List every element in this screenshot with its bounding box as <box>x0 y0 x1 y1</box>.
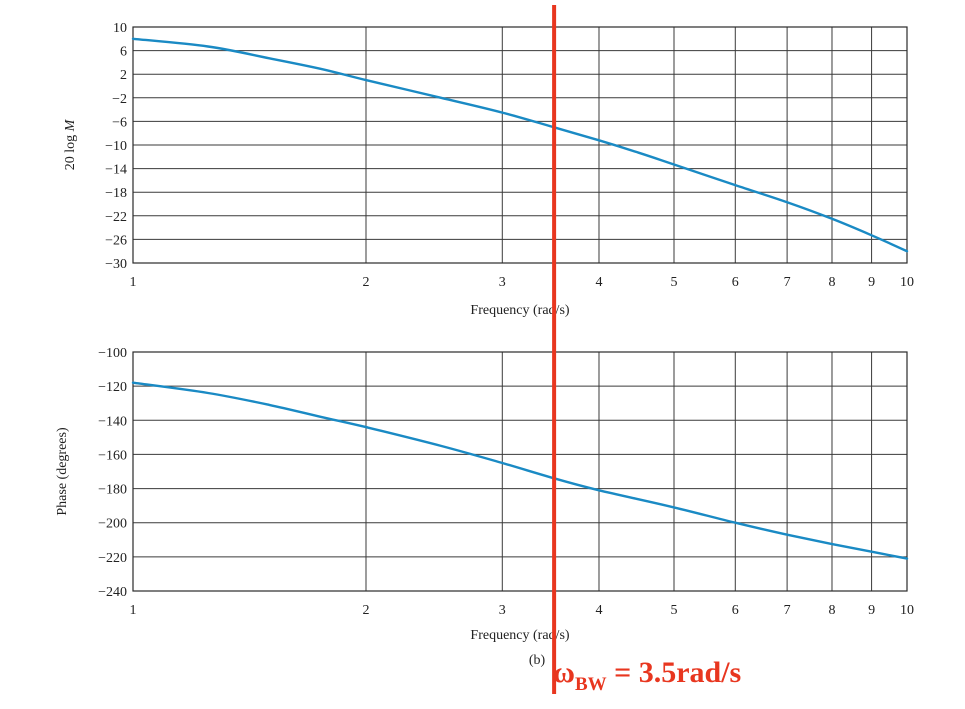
x-tick-label: 1 <box>130 603 137 618</box>
x-tick-label: 8 <box>828 275 835 290</box>
y-axis-label: 20 log M <box>63 118 78 170</box>
x-tick-label: 2 <box>362 603 369 618</box>
bandwidth-marker-layer: ωBW = 3.5rad/s <box>552 5 741 695</box>
y-tick-label: −200 <box>98 517 127 532</box>
x-tick-label: 2 <box>362 275 369 290</box>
y-tick-label: −30 <box>105 257 127 272</box>
y-tick-label: −22 <box>105 210 127 225</box>
x-axis-label: Frequency (rad/s) <box>470 628 569 643</box>
y-tick-label: 2 <box>120 68 127 83</box>
plot-frame <box>132 26 908 264</box>
y-tick-label: −140 <box>98 414 127 429</box>
magnitude-panel: 1 2 3 4 5 6 7 8 9 10 10 6 2 −2 −6 −10 −14 −18 −22 −26 −30Fre… <box>63 21 914 318</box>
y-tick-label: −100 <box>98 346 127 361</box>
y-axis-label: Phase (degrees) <box>55 427 70 516</box>
y-tick-label: −180 <box>98 483 127 498</box>
x-tick-label: 3 <box>499 275 506 290</box>
y-tick-label: 6 <box>120 45 127 60</box>
x-tick-label: 6 <box>732 275 739 290</box>
bandwidth-annotation: ωBW = 3.5rad/s <box>553 656 741 695</box>
x-tick-label: 3 <box>499 603 506 618</box>
y-tick-label: −14 <box>105 163 127 178</box>
x-tick-label: 10 <box>900 275 914 290</box>
x-tick-label: 9 <box>868 275 875 290</box>
y-tick-label: 10 <box>113 21 127 36</box>
y-tick-label: −160 <box>98 448 127 463</box>
series-line <box>131 37 909 253</box>
y-tick-label: −2 <box>112 92 127 107</box>
x-tick-label: 8 <box>828 603 835 618</box>
plot-frame <box>132 351 908 592</box>
y-tick-label: −18 <box>105 186 127 201</box>
series-line <box>131 381 909 560</box>
x-axis-label: Frequency (rad/s) <box>470 303 569 318</box>
x-tick-label: 1 <box>130 275 137 290</box>
x-tick-label: 5 <box>671 603 678 618</box>
y-tick-label: −220 <box>98 551 127 566</box>
x-tick-label: 6 <box>732 603 739 618</box>
x-tick-label: 5 <box>671 275 678 290</box>
phase-panel: 1 2 3 4 5 6 7 8 9 10 −100 −120 −140 −160 −180 −200 −220 −… <box>55 346 914 643</box>
x-tick-label: 9 <box>868 603 875 618</box>
x-tick-label: 7 <box>784 603 791 618</box>
y-tick-label: −26 <box>105 233 127 248</box>
x-tick-label: 10 <box>900 603 914 618</box>
x-tick-label: 7 <box>784 275 791 290</box>
y-tick-label: −120 <box>98 380 127 395</box>
subfigure-label: (b) <box>529 653 546 668</box>
x-tick-label: 4 <box>595 603 602 618</box>
x-tick-label: 4 <box>595 275 602 290</box>
y-tick-label: −6 <box>112 115 127 130</box>
y-tick-label: −10 <box>105 139 127 154</box>
y-tick-label: −240 <box>98 585 127 600</box>
